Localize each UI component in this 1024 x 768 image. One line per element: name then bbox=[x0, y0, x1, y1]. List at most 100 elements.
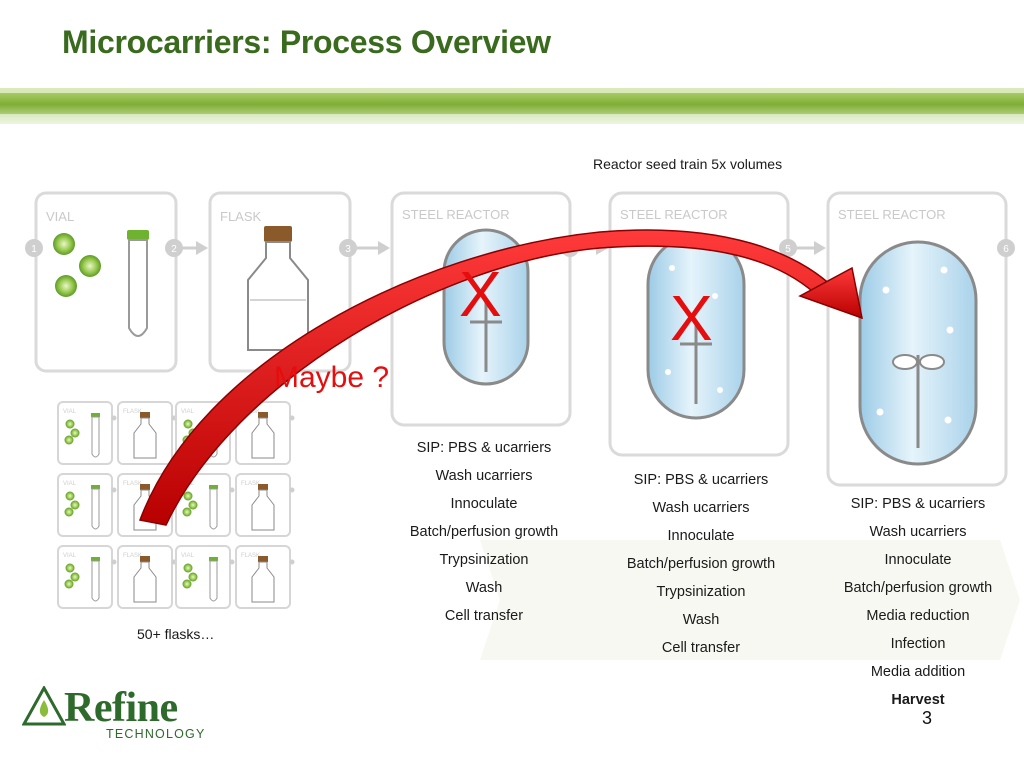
background-chevron bbox=[480, 540, 1020, 660]
mini-stage-label: FLASK bbox=[241, 481, 260, 487]
step-item: Innoculate bbox=[450, 496, 518, 512]
mini-connector-dot bbox=[111, 415, 117, 421]
mini-vial-panel: VIAL bbox=[57, 545, 113, 609]
step-2-connector: 2 bbox=[165, 239, 208, 257]
mini-flask-icon bbox=[133, 417, 157, 459]
mini-vial-icon bbox=[91, 416, 100, 458]
step-item: Wash ucarriers bbox=[435, 468, 533, 484]
mini-vial-icon bbox=[91, 560, 100, 602]
mini-flask-panel: FLASK bbox=[117, 545, 173, 609]
logo-triangle-icon bbox=[22, 686, 66, 726]
mini-flask-cap-icon bbox=[140, 556, 150, 562]
reactor-3-steps: SIP: PBS & ucarriers Wash ucarriers Inno… bbox=[818, 490, 1018, 714]
step-5-connector: 5 bbox=[779, 239, 826, 257]
step-item: Wash bbox=[465, 580, 503, 596]
reactor-2-steps: SIP: PBS & ucarriers Wash ucarriers Inno… bbox=[601, 466, 801, 662]
flasks-caption: 50+ flasks… bbox=[137, 626, 215, 642]
maybe-annotation: Maybe ? bbox=[274, 361, 390, 394]
logo-subtitle: TECHNOLOGY bbox=[106, 727, 206, 741]
mini-cell-icon bbox=[70, 572, 80, 582]
stage-reactor-3 bbox=[826, 191, 1008, 487]
mini-vial-cap-icon bbox=[209, 485, 218, 489]
step-item: Innoculate bbox=[667, 528, 735, 544]
mini-flask-icon bbox=[251, 417, 275, 459]
mini-stage-label: FLASK bbox=[123, 481, 142, 487]
step-number: 2 bbox=[171, 244, 177, 255]
step-item: SIP: PBS & ucarriers bbox=[633, 472, 769, 488]
step-item: Media reduction bbox=[866, 608, 970, 624]
x-mark-reactor-1: X bbox=[459, 258, 502, 330]
mini-stage-label: VIAL bbox=[181, 409, 195, 415]
mini-connector-dot bbox=[111, 559, 117, 565]
mini-vial-cap-icon bbox=[91, 413, 100, 417]
mini-stage-label: VIAL bbox=[63, 481, 77, 487]
step-item: Batch/perfusion growth bbox=[843, 580, 993, 596]
step-item: Batch/perfusion growth bbox=[626, 556, 776, 572]
mini-connector-dot bbox=[229, 559, 235, 565]
mini-connector-dot bbox=[289, 415, 295, 421]
stage-reactor-2 bbox=[608, 191, 790, 457]
mini-connector-dot bbox=[289, 487, 295, 493]
stage-label-reactor-1: STEEL REACTOR bbox=[402, 207, 510, 222]
step-item: Cell transfer bbox=[444, 608, 524, 624]
stage-label-flask: FLASK bbox=[220, 209, 262, 224]
step-item: Wash ucarriers bbox=[652, 500, 750, 516]
step-item: SIP: PBS & ucarriers bbox=[850, 496, 986, 512]
mini-cell-icon bbox=[182, 507, 192, 517]
step-item: Innoculate bbox=[884, 552, 952, 568]
mini-cell-icon bbox=[183, 491, 193, 501]
step-number: 1 bbox=[31, 244, 37, 255]
step-item-harvest: Harvest bbox=[891, 692, 945, 708]
mini-flask-icon bbox=[251, 561, 275, 603]
mini-stage-label: VIAL bbox=[181, 553, 195, 559]
step-1-connector: 1 bbox=[25, 239, 43, 257]
mini-connector-dot bbox=[289, 559, 295, 565]
mini-vial-icon bbox=[209, 560, 218, 602]
stage-vial bbox=[34, 191, 178, 373]
mini-cell-icon bbox=[70, 500, 80, 510]
mini-flask-cap-icon bbox=[258, 484, 268, 490]
mini-vial-icon bbox=[91, 488, 100, 530]
mini-flask-panel: FLASK bbox=[117, 401, 173, 465]
mini-flask-cap-icon bbox=[140, 412, 150, 418]
mini-flask-icon bbox=[251, 489, 275, 531]
cell-icon bbox=[79, 255, 101, 277]
mini-stage-label: FLASK bbox=[241, 553, 260, 559]
mini-stage-label: FLASK bbox=[123, 409, 142, 415]
mini-cell-icon bbox=[182, 579, 192, 589]
mini-cell-icon bbox=[65, 419, 75, 429]
logo-wordmark: Refine bbox=[64, 685, 178, 731]
mini-vial-cap-icon bbox=[209, 557, 218, 561]
cell-icon bbox=[53, 233, 75, 255]
mini-stage-label: VIAL bbox=[63, 409, 77, 415]
vial-tube-icon bbox=[128, 239, 148, 337]
step-item: Media addition bbox=[870, 664, 966, 680]
mini-stage-label: VIAL bbox=[63, 553, 77, 559]
mini-cell-icon bbox=[70, 428, 80, 438]
mini-cell-icon bbox=[64, 579, 74, 589]
step-number: 5 bbox=[785, 244, 791, 255]
step-6-connector: 6 bbox=[997, 239, 1015, 257]
mini-connector-dot bbox=[111, 487, 117, 493]
cell-icon bbox=[55, 275, 77, 297]
mini-vial-cap-icon bbox=[91, 557, 100, 561]
mini-connector-dot bbox=[229, 487, 235, 493]
step-item: Wash bbox=[682, 612, 720, 628]
step-3-connector: 3 bbox=[339, 239, 390, 257]
mini-vial-cap-icon bbox=[91, 485, 100, 489]
reactor-1-steps: SIP: PBS & ucarriers Wash ucarriers Inno… bbox=[384, 434, 584, 630]
step-number: 3 bbox=[345, 244, 351, 255]
slide-title: Microcarriers: Process Overview bbox=[62, 24, 551, 60]
page-number: 3 bbox=[922, 708, 933, 728]
mini-cell-icon bbox=[65, 491, 75, 501]
mini-cell-icon bbox=[183, 563, 193, 573]
mini-cell-icon bbox=[183, 419, 193, 429]
mini-vial-panel: VIAL bbox=[175, 473, 231, 537]
x-mark-reactor-2: X bbox=[670, 282, 713, 354]
mini-cell-icon bbox=[188, 572, 198, 582]
step-item: Trypsinization bbox=[656, 584, 746, 600]
step-number: 6 bbox=[1003, 244, 1009, 255]
mini-vial-icon bbox=[209, 488, 218, 530]
mini-vial-panel: VIAL bbox=[57, 401, 113, 465]
